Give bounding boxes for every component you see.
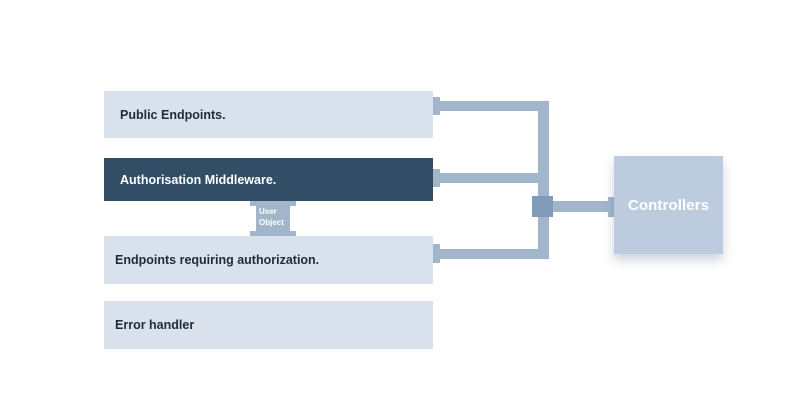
error-handler-label: Error handler xyxy=(115,318,195,332)
protected-endpoints-label: Endpoints requiring authorization. xyxy=(115,253,320,267)
controllers-label: Controllers xyxy=(627,196,710,214)
public-connector-tab xyxy=(433,97,440,115)
user-object-label: User Object xyxy=(259,206,293,228)
user-object-body xyxy=(256,206,290,231)
controllers-connector xyxy=(549,201,614,212)
user-object-top-flange xyxy=(250,201,296,206)
public-connector xyxy=(433,101,549,111)
controllers-box: Controllers xyxy=(614,156,723,254)
protected-endpoints-box: Endpoints requiring authorization. xyxy=(104,236,433,284)
junction-node xyxy=(532,196,553,217)
protected-connector-tab xyxy=(433,244,440,263)
vertical-bus xyxy=(538,101,549,259)
controllers-connector-tab xyxy=(608,197,616,217)
protected-connector xyxy=(433,249,549,259)
auth-connector-tab xyxy=(433,169,440,187)
error-handler-box: Error handler xyxy=(104,301,433,349)
user-object-bottom-flange xyxy=(250,231,296,236)
user-object-connector: User Object xyxy=(250,201,296,236)
user-object-label-line2: Object xyxy=(259,218,284,227)
authorisation-middleware-label: Authorisation Middleware. xyxy=(120,172,277,187)
authorisation-middleware-box: Authorisation Middleware. xyxy=(104,158,433,201)
auth-connector xyxy=(433,173,549,183)
public-endpoints-box: Public Endpoints. xyxy=(104,91,433,138)
public-endpoints-label: Public Endpoints. xyxy=(120,107,226,122)
user-object-label-line1: User xyxy=(259,207,277,216)
